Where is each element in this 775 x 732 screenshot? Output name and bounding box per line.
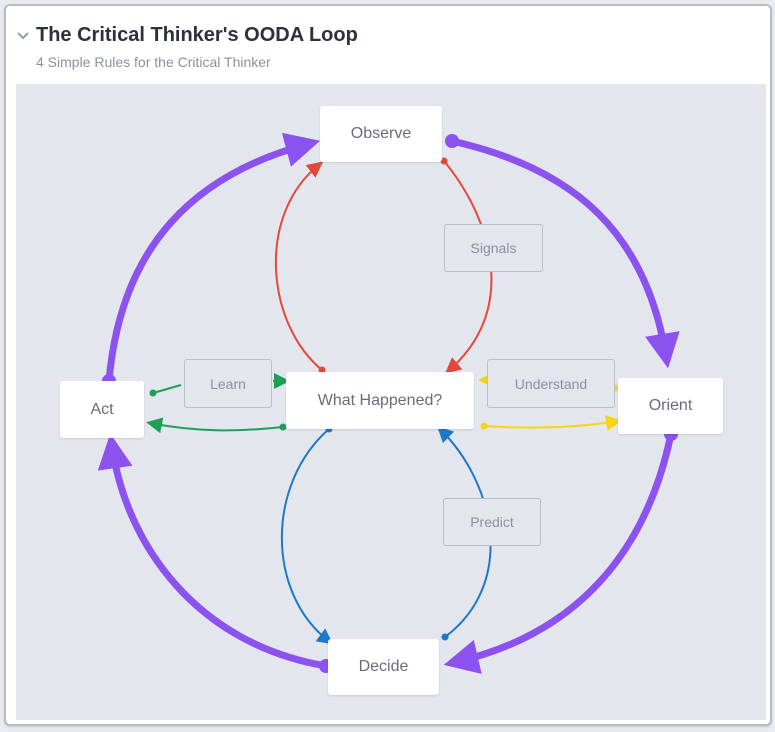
chevron-down-icon[interactable] <box>16 28 30 42</box>
edge-start-dot <box>440 157 448 165</box>
node-act[interactable]: Act <box>60 381 144 438</box>
edge-act-to-center-a <box>152 384 182 394</box>
diagram-card: The Critical Thinker's OODA Loop 4 Simpl… <box>4 4 772 726</box>
edge-decide-to-act <box>97 433 327 670</box>
edge-act-to-observe <box>105 132 321 382</box>
edge-center-to-observe <box>274 161 324 371</box>
edge-center-to-orient <box>483 415 622 431</box>
edge-start-dot <box>480 422 488 430</box>
edge-start-dot <box>279 423 287 431</box>
edge-label-predict: Predict <box>443 498 541 546</box>
node-orient[interactable]: Orient <box>618 378 723 434</box>
edge-start-dot <box>149 389 157 397</box>
diagram-subtitle: 4 Simple Rules for the Critical Thinker <box>36 54 271 70</box>
edge-label-understand: Understand <box>487 359 615 408</box>
edge-start-dot <box>445 134 459 148</box>
diagram-canvas: Signals Understand Predict Learn Observe… <box>16 84 766 720</box>
edge-label-learn: Learn <box>184 359 272 408</box>
edge-orient-to-decide <box>443 433 675 674</box>
edge-center-to-act <box>146 417 284 434</box>
node-decide[interactable]: Decide <box>328 639 439 695</box>
edge-observe-to-orient <box>451 137 680 369</box>
edge-center-to-decide <box>281 428 334 645</box>
edge-label-signals: Signals <box>444 224 543 272</box>
node-center[interactable]: What Happened? <box>286 372 474 429</box>
node-observe[interactable]: Observe <box>320 106 442 162</box>
edge-start-dot <box>441 633 449 641</box>
edge-start-dot <box>318 366 326 374</box>
diagram-edges <box>97 132 680 674</box>
diagram-title: The Critical Thinker's OODA Loop <box>36 24 358 46</box>
